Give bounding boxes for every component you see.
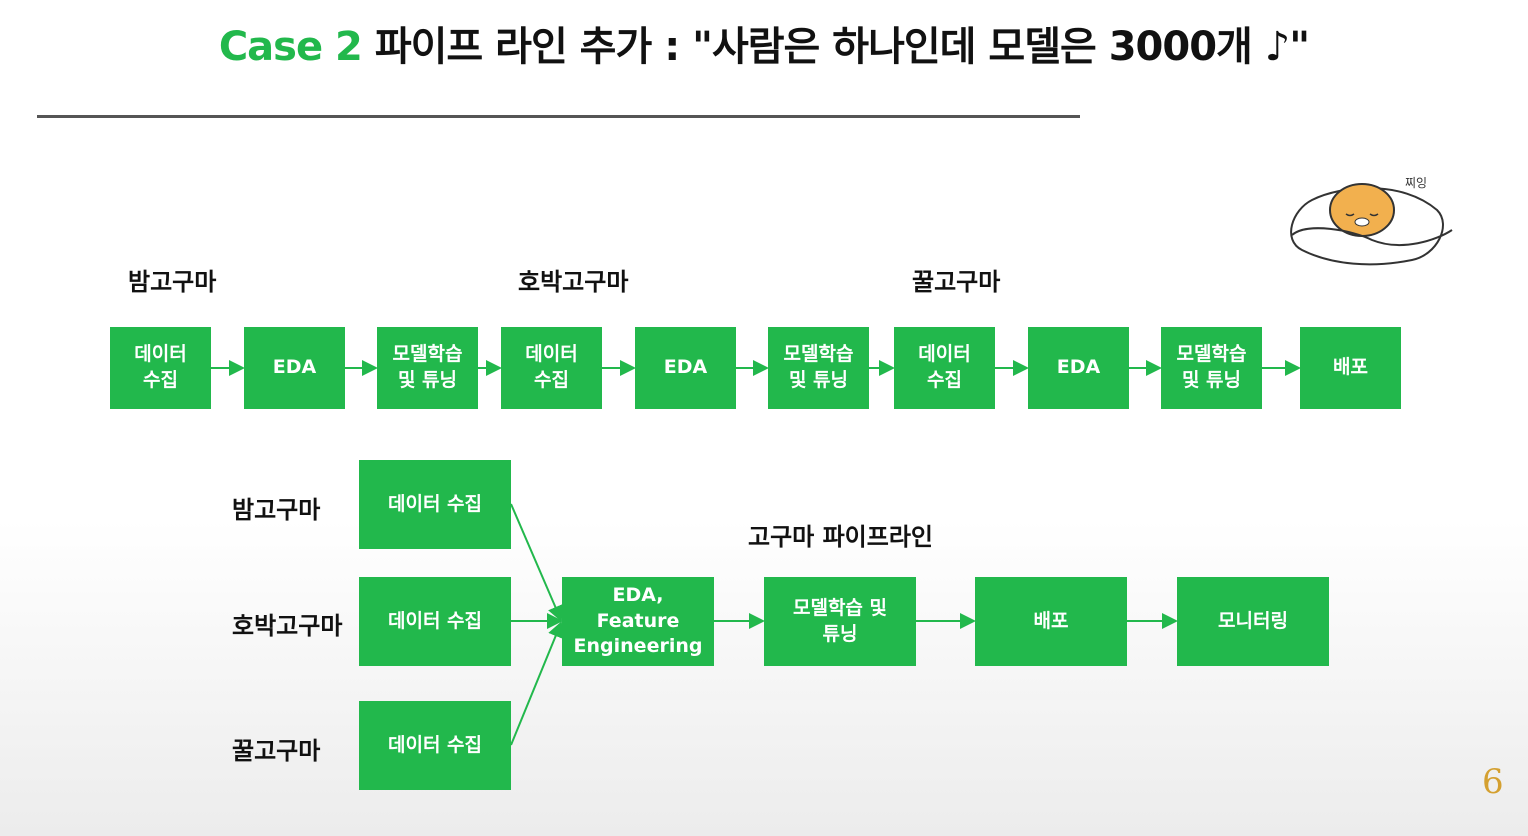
arrow — [511, 623, 561, 745]
sticker-text: 찌잉 — [1405, 174, 1427, 191]
sleeping-character-icon — [1262, 130, 1462, 290]
page-number: 6 — [1482, 762, 1504, 802]
arrow — [511, 504, 561, 620]
